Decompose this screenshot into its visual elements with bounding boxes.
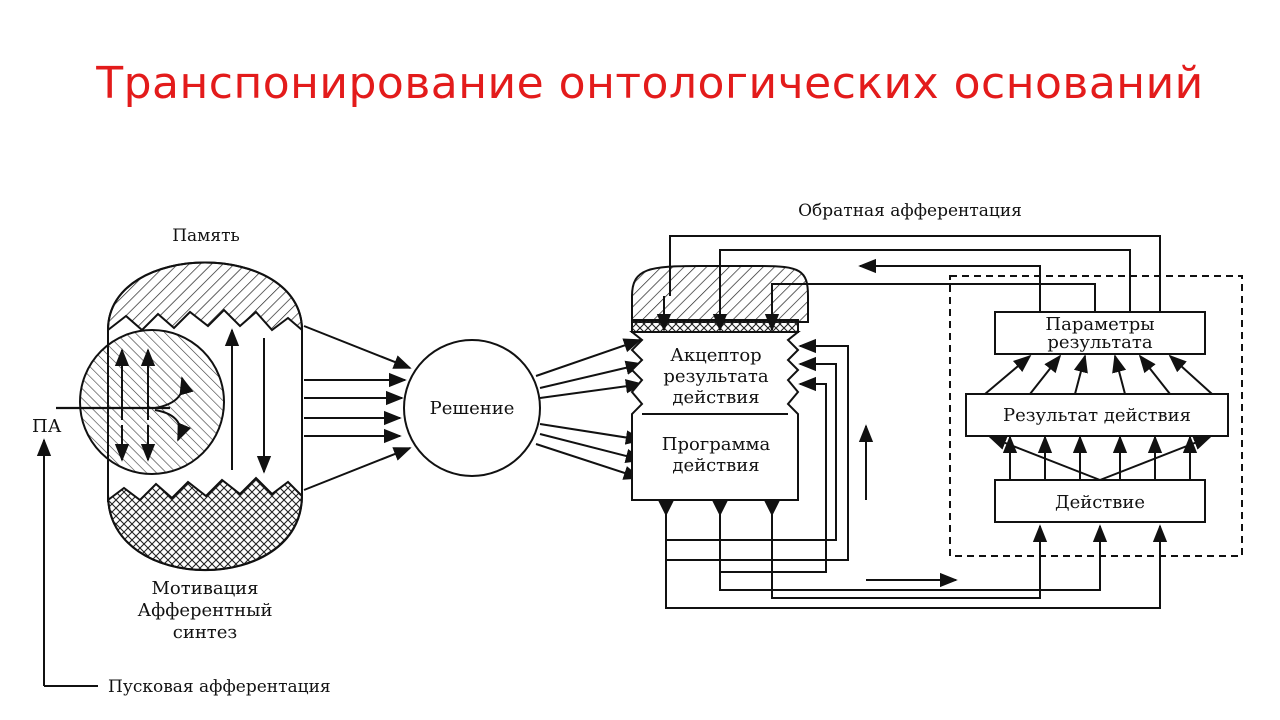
afferent-synthesis-block: [56, 261, 304, 572]
acceptor-program-block: [629, 265, 809, 501]
decision-circle: [403, 339, 541, 477]
slide-title: Транспонирование онтологических основани…: [96, 58, 1204, 109]
acceptor-label-3: действия: [672, 387, 759, 408]
params-box: [994, 311, 1206, 355]
memory-label: Память: [172, 226, 240, 246]
program-label-2: действия: [672, 455, 759, 476]
params-label-2: результата: [1047, 332, 1152, 353]
acceptor-label-1: Акцептор: [670, 345, 761, 366]
feedback-label: Обратная афферентация: [798, 201, 1022, 221]
result-box: [965, 393, 1229, 437]
pa-label: ПА: [32, 416, 62, 437]
decision-label: Решение: [430, 398, 515, 419]
result-to-params-arrows: [984, 354, 1213, 395]
program-output-lines: [665, 338, 1168, 609]
trigger-label: Пусковая афферентация: [108, 677, 331, 697]
result-label: Результат действия: [1003, 405, 1191, 426]
synthesis-label: синтез: [173, 622, 238, 643]
action-box: [994, 479, 1206, 523]
result-dashed-box: [949, 275, 1243, 557]
decision-to-acceptor-arrows: [535, 338, 644, 480]
action-label: Действие: [1055, 492, 1145, 513]
motivation-label: Мотивация: [151, 578, 258, 599]
program-label-1: Программа: [662, 434, 771, 455]
params-label-1: Параметры: [1045, 314, 1154, 335]
acceptor-label-2: результата: [663, 366, 768, 387]
action-to-result-arrows: [988, 435, 1212, 481]
afferent-label: Афферентный: [138, 600, 273, 621]
feedback-afferentation-lines: [669, 235, 1161, 312]
synthesis-to-decision-arrows: [303, 325, 412, 491]
